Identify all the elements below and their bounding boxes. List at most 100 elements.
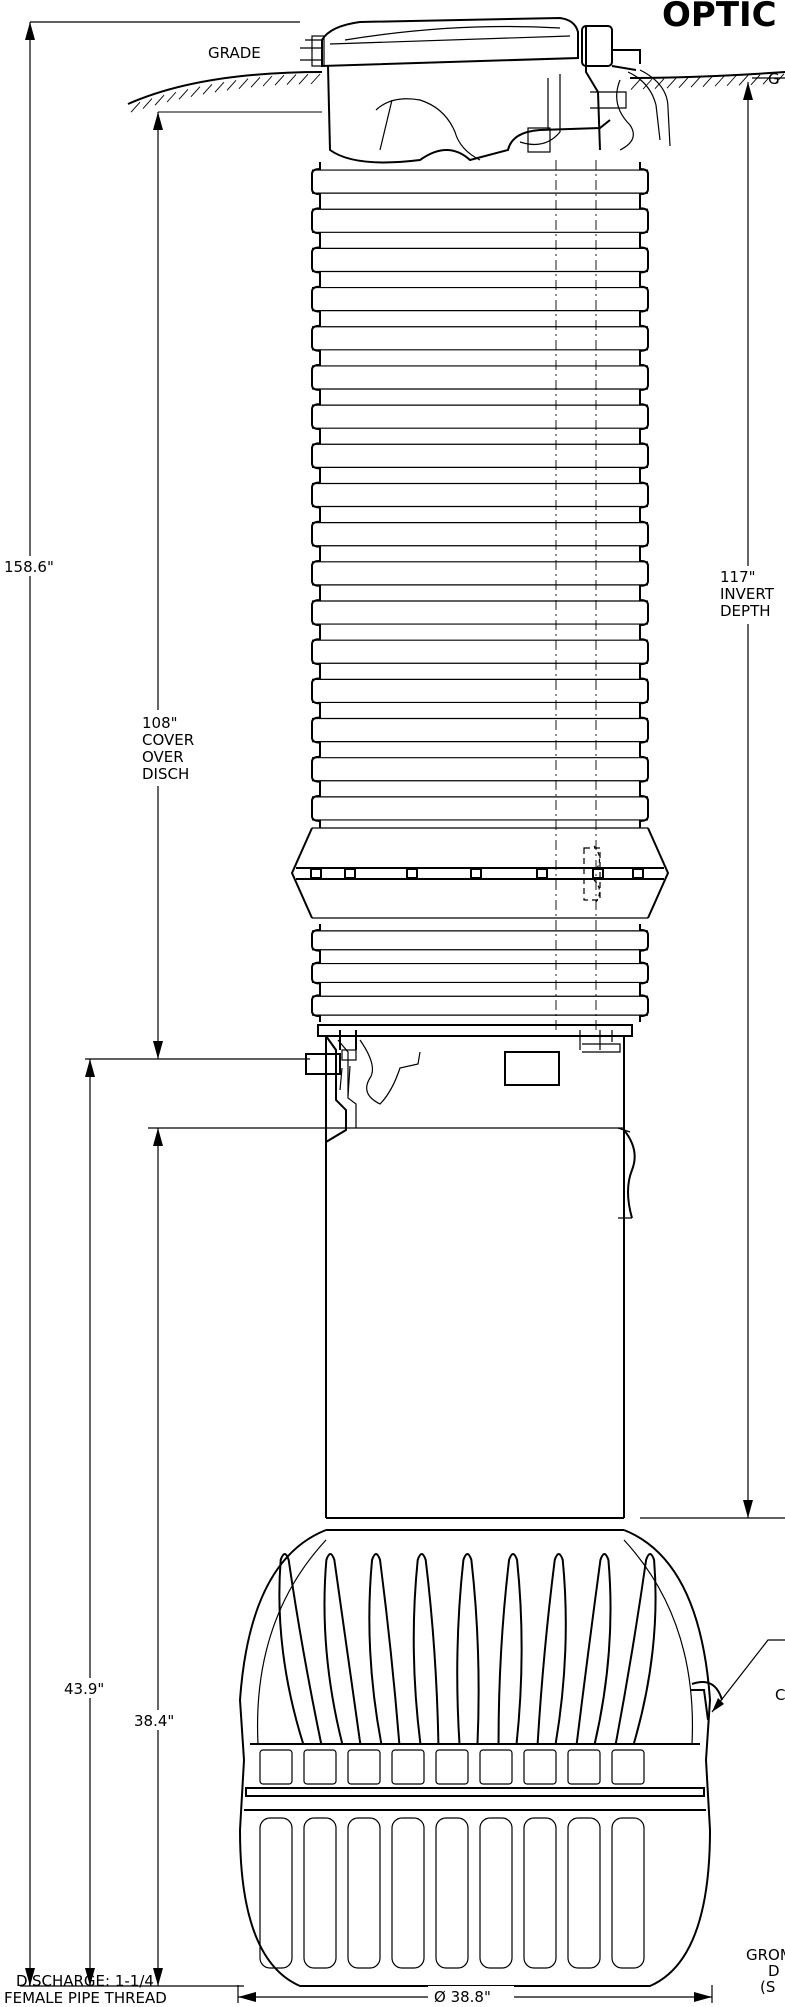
coupling-bolt [592,868,604,879]
diameter-label: Ø 38.8" [434,1988,491,2006]
ground-hatch [226,79,237,91]
adapter-label-plate [504,1051,560,1086]
tank-ribs-upper [256,1539,694,1745]
ground-hatch [642,78,653,90]
ground-hatch [726,75,737,87]
ground-hatch [154,94,165,106]
tank-rib-cell [259,1817,293,1969]
ground-hatch [274,74,285,86]
discharge-height-label: 43.9" [64,1680,104,1698]
ground-hatch [238,78,249,89]
riser-wall-left [311,924,321,1022]
overall-height-label: 158.6" [4,558,54,576]
riser-tank-adapter [305,1024,636,1518]
centerlines [555,160,597,1030]
extension-lines [20,1058,785,2003]
ground-hatch [310,73,321,85]
ground-hatch [250,76,261,88]
grommet-note-line3: (S [760,1978,775,1996]
dim-discharge-height: 43.9" [60,1678,112,1698]
dim-arrowhead [25,22,35,40]
riser-coupling-band [290,827,670,919]
ground-hatch [166,91,177,103]
dim-overall-height: 158.6" [2,556,58,576]
ground-hatch-right [630,73,785,90]
dim-diameter: Ø 38.8" [428,1986,514,2006]
ground-hatch [142,98,153,109]
ground-hatch [178,88,189,100]
dim-arrowhead [153,1041,163,1059]
ground-hatch [738,74,749,86]
riser-wall-right [639,924,649,1022]
ground-hatch [286,74,297,85]
riser-upper-corrugations [311,162,649,828]
dim-arrowhead [743,82,753,100]
ground-hatch [630,79,641,90]
tank-band-cell [259,1749,293,1785]
inlet-height-label: 38.4" [134,1712,174,1730]
tank-rib-upper [575,1553,612,1745]
tank-rib-upper [614,1553,657,1745]
grade-label-right: G [768,70,780,88]
grommet-note-line1: GROM [746,1946,785,1964]
tank-band-cell [303,1749,337,1785]
tank-ribs-lower [259,1749,645,1969]
tank-body [238,1517,723,1987]
ground-hatch [666,77,677,89]
dim-arrowhead [153,1968,163,1986]
tank-rib-cell [523,1817,557,1969]
cover-over-disch-line3: DISCH [142,765,189,783]
discharge-note-line1: DISCHARGE: 1-1/4 [16,1972,154,1990]
ground-hatch [714,75,725,87]
dim-cover-over-disch: 108" COVER OVER DISCH [140,710,212,786]
riser-lid [300,16,671,164]
ground-hatch [298,73,309,85]
riser-wall-left [311,162,321,828]
ground-hatch [262,75,273,87]
invert-depth-line2: DEPTH [720,602,771,620]
grade-label: GRADE [208,44,261,62]
tank-rib-cell [611,1817,645,1969]
drawing-title: OPTIC [662,0,777,35]
ground-hatch [202,83,213,95]
grommet-note: GROM D (S [746,1946,785,1996]
cover-over-disch-line2: OVER [142,748,184,766]
coupling-bolts [310,868,644,879]
dim-invert-depth: 117" INVERT DEPTH [718,566,785,624]
tank-band-cell [391,1749,425,1785]
cover-over-disch-line1: COVER [142,731,194,749]
tank-rib-outer-left [256,1539,327,1745]
dim-arrowhead [85,1968,95,1986]
coupling-bolt [470,868,482,879]
ground-hatch [762,74,773,85]
riser-lower-corrugations [311,924,649,1022]
tank-band-cell [567,1749,601,1785]
tank-rib-cell [479,1817,513,1969]
discharge-note: DISCHARGE: 1-1/4 FEMALE PIPE THREAD [4,1972,167,2007]
tank-band-cell [435,1749,469,1785]
coupling-bolt [406,868,418,879]
dim-arrowhead [25,1968,35,1986]
grade-ground-line [127,71,785,113]
tank-band-cell [479,1749,513,1785]
tank-rib-upper [456,1553,480,1745]
coupling-bolt [536,868,548,879]
tank-rib-cell [567,1817,601,1969]
ground-hatch [774,73,785,85]
tank-rib-upper [368,1553,401,1745]
tank-rib-cell [391,1817,425,1969]
dim-arrowhead [743,1500,753,1518]
ground-hatch-left [130,73,321,113]
tank-seam-band [245,1787,705,1797]
invert-depth-value: 117" [720,568,756,586]
ground-hatch [702,76,713,88]
ground-hatch [654,78,665,89]
tank-band-cell [611,1749,645,1785]
coupling-bolt [632,868,644,879]
right-callout-label: C [775,1686,785,1704]
cover-over-disch-value: 108" [142,714,178,732]
tank-band-cell [523,1749,557,1785]
coupling-bolt [310,868,322,879]
